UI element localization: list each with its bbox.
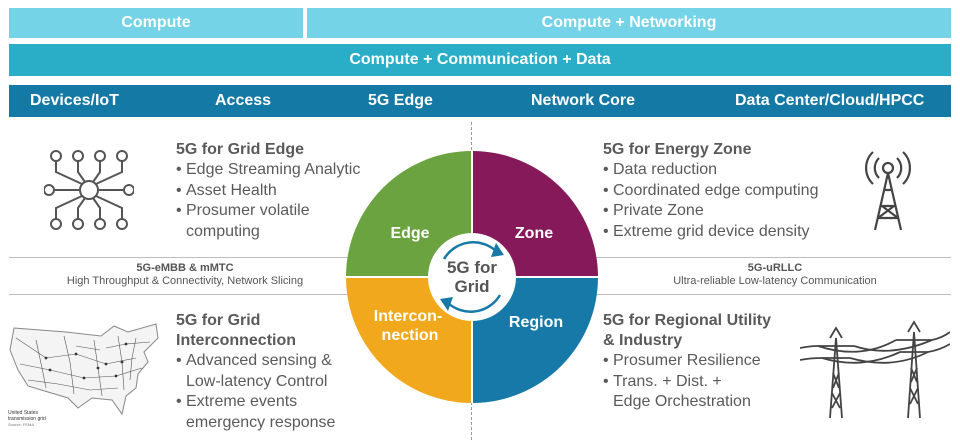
interconnection-label-2: nection bbox=[382, 327, 439, 344]
layer-data-center: Data Center/Cloud/HPCC bbox=[735, 92, 925, 109]
band-top-line-right bbox=[590, 257, 951, 258]
list-item: •Edge Streaming Analytic bbox=[176, 161, 361, 178]
radio-tower-icon bbox=[865, 151, 911, 231]
interconnection-quadrant bbox=[346, 277, 472, 403]
center-label-2: Grid bbox=[455, 277, 490, 296]
layer-bar: Devices/IoT Access 5G Edge Network Core … bbox=[9, 85, 951, 117]
layer-access: Access bbox=[215, 92, 272, 109]
grid-edge-title: 5G for Grid Edge bbox=[176, 141, 305, 158]
list-item: •Private Zone bbox=[603, 202, 704, 219]
list-item: •Asset Health bbox=[176, 181, 277, 199]
band-top-line-left bbox=[9, 257, 369, 258]
list-item: •Prosumer Resilience bbox=[603, 352, 761, 369]
edge-quadrant bbox=[346, 151, 472, 277]
compute-label: Compute bbox=[121, 14, 191, 31]
list-item: Edge Orchestration bbox=[613, 393, 751, 410]
compute-networking-label: Compute + Networking bbox=[541, 14, 717, 31]
list-item: computing bbox=[186, 222, 260, 240]
list-item: •Extreme events bbox=[176, 393, 298, 410]
ccd-label: Compute + Communication + Data bbox=[349, 51, 611, 68]
list-item: •Prosumer volatile bbox=[176, 202, 310, 219]
urllc-title: 5G-uRLLC bbox=[747, 262, 803, 274]
energy-zone-list: •Data reduction •Coordinated edge comput… bbox=[603, 160, 818, 242]
center-label-1: 5G for bbox=[447, 258, 497, 277]
region-label: Region bbox=[509, 314, 563, 331]
map-caption-3: Source: FEMA bbox=[8, 422, 34, 427]
list-item: emergency response bbox=[186, 413, 336, 431]
zone-quadrant bbox=[472, 151, 598, 277]
list-item: •Advanced sensing & bbox=[176, 352, 332, 369]
compute-communication-data-bar: Compute + Communication + Data bbox=[9, 44, 951, 76]
grid-interconnection-title: 5G for Grid Interconnection bbox=[176, 312, 297, 349]
grid-circle: 5G for Grid Edge Zone Intercon- nection … bbox=[346, 151, 598, 403]
zone-label: Zone bbox=[515, 225, 553, 242]
edge-label: Edge bbox=[390, 225, 429, 242]
embb-band: 5G-eMBB & mMTC High Throughput & Connect… bbox=[20, 262, 350, 288]
transmission-tower-icon bbox=[800, 320, 950, 419]
regional-utility-list: •Prosumer Resilience •Trans. + Dist. + E… bbox=[603, 351, 761, 413]
compute-networking-bar: Compute + Networking bbox=[307, 8, 951, 38]
layer-5g-edge: 5G Edge bbox=[368, 92, 433, 109]
list-item: •Extreme grid device density bbox=[603, 222, 810, 240]
band-bottom-line-right bbox=[590, 294, 951, 295]
compute-bar: Compute bbox=[9, 8, 303, 38]
interconnection-label-1: Intercon- bbox=[374, 308, 442, 325]
band-bottom-line-left bbox=[9, 294, 349, 295]
energy-zone-title: 5G for Energy Zone bbox=[603, 141, 752, 158]
grid-interconnection-list: •Advanced sensing & Low-latency Control … bbox=[176, 351, 335, 433]
list-item: Low-latency Control bbox=[186, 372, 328, 390]
embb-title: 5G-eMBB & mMTC bbox=[136, 262, 234, 274]
grid-edge-list: •Edge Streaming Analytic •Asset Health •… bbox=[176, 160, 360, 242]
list-item: •Data reduction bbox=[603, 161, 718, 178]
regional-utility-title: 5G for Regional Utility & Industry bbox=[603, 312, 772, 349]
region-quadrant bbox=[472, 277, 598, 403]
layer-network-core: Network Core bbox=[531, 92, 636, 109]
iot-network-icon bbox=[44, 150, 134, 230]
urllc-band: 5G-uRLLC Ultra-reliable Low-latency Comm… bbox=[600, 262, 950, 288]
map-caption-1: United States bbox=[8, 410, 39, 416]
cycle-arrows-icon bbox=[442, 241, 502, 313]
map-caption-2: transmission grid bbox=[8, 416, 46, 422]
urllc-subtitle: Ultra-reliable Low-latency Communication bbox=[673, 275, 877, 287]
layer-devices-iot: Devices/IoT bbox=[30, 92, 119, 109]
list-item: •Coordinated edge computing bbox=[603, 181, 819, 199]
us-grid-map: United States transmission grid Source: … bbox=[8, 323, 159, 427]
list-item: •Trans. + Dist. + bbox=[603, 372, 722, 390]
embb-subtitle: High Throughput & Connectivity, Network … bbox=[66, 275, 304, 287]
